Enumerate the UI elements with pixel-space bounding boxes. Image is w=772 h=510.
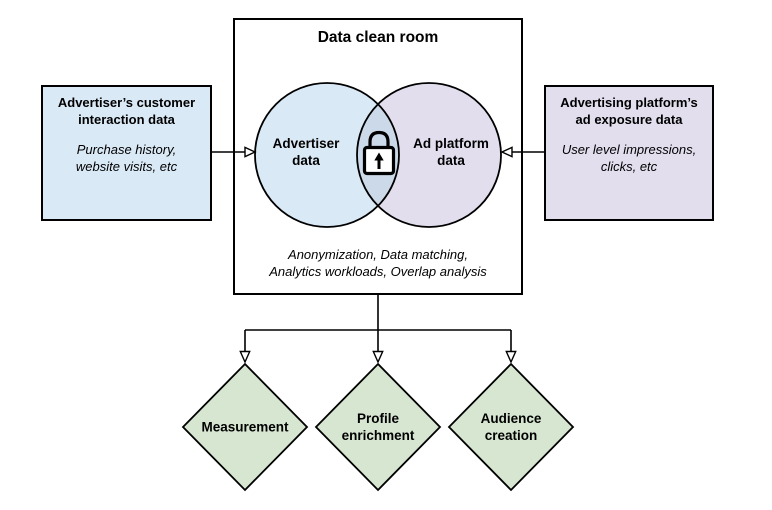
output-arrowhead-audience-creation [505, 350, 517, 364]
output-connector-lines [244, 295, 512, 352]
diamond-label-measurement: Measurement [201, 419, 289, 435]
clean-room-title: Data clean room [317, 29, 439, 46]
advertiser-data-box: Advertiser’s customer interaction data P… [41, 85, 212, 221]
diamond-label-profile-enrichment: Profile enrichment [341, 411, 415, 443]
ad-platform-box-title: Advertising platform’s ad exposure data [560, 95, 698, 127]
diamond-label-audience-creation: Audience creation [480, 411, 542, 443]
advertiser-box-subtitle: Purchase history, website visits, etc [75, 142, 178, 174]
advertiser-box-title: Advertiser’s customer interaction data [57, 95, 196, 127]
venn-left-label: Advertiser data [272, 136, 340, 168]
output-arrowhead-measurement [239, 350, 251, 364]
venn-right-label: Ad platform data [413, 136, 489, 168]
clean-room-operations: Anonymization, Data matching, Analytics … [269, 247, 487, 279]
ad-platform-box-subtitle: User level impressions, clicks, etc [561, 142, 697, 174]
ad-platform-data-box: Advertising platform’s ad exposure data … [544, 85, 714, 221]
output-arrowhead-profile-enrichment [372, 350, 384, 364]
